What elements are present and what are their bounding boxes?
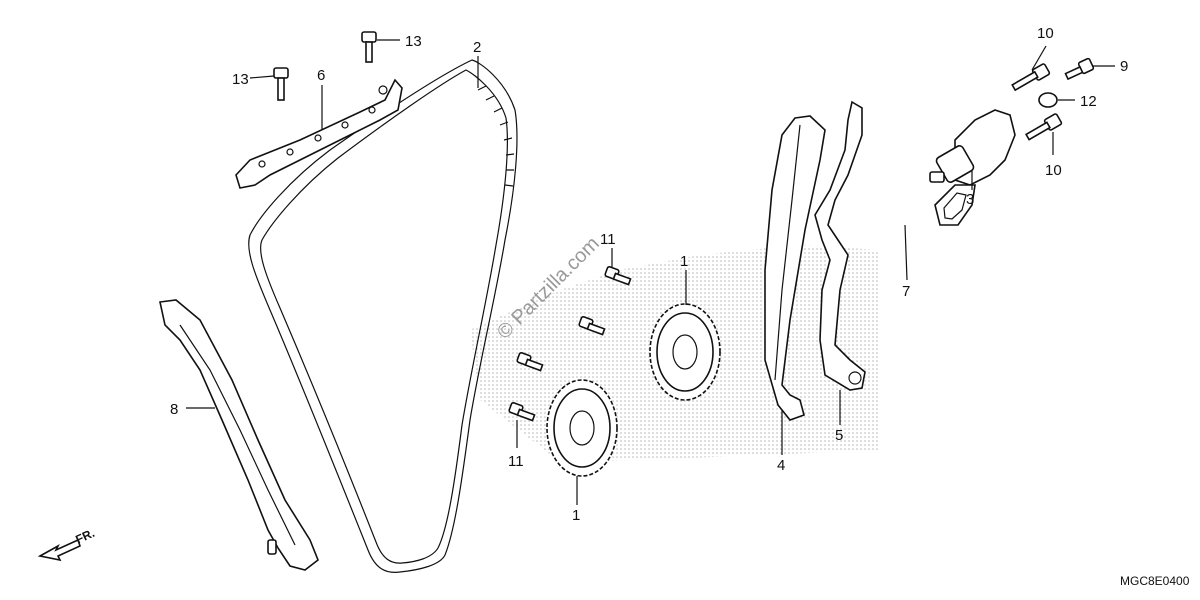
callout-11-lower: 11 [508,453,524,470]
cam-sprocket-lower[interactable] [546,379,618,477]
callout-4: 4 [777,457,785,474]
bolt-9[interactable] [1064,57,1095,81]
bolt-13-upper[interactable] [361,31,377,63]
cam-chain-guide-left[interactable] [159,299,319,571]
cam-chain-tensioner-arm[interactable] [814,100,866,391]
callout-10-lower: 10 [1045,162,1062,179]
chain-guide-plate[interactable] [235,78,403,189]
front-direction-arrow [37,538,81,562]
callout-1-upper: 1 [680,253,688,270]
cam-chain[interactable] [248,59,518,573]
tensioner-gasket[interactable] [934,184,976,226]
sprocket-bolt-11-c[interactable] [516,352,544,372]
callout-9: 9 [1120,58,1128,75]
bolt-10-lower[interactable] [1025,113,1063,141]
callout-13-upper: 13 [405,33,422,50]
callout-11-upper: 11 [600,231,616,248]
callout-1-lower: 1 [572,507,580,524]
sprocket-bolt-11-b[interactable] [578,316,606,336]
washer-12[interactable] [1038,92,1058,108]
callout-10-upper: 10 [1037,25,1054,42]
cam-chain-guide[interactable] [764,115,826,421]
front-direction-label: FR. [73,526,96,547]
diagram-code: MGC8E0400 [1120,574,1190,588]
callout-3: 3 [966,191,974,208]
callout-13-lower: 13 [232,71,249,88]
bolt-13-lower[interactable] [273,67,289,101]
sprocket-bolt-11-a[interactable] [604,266,632,286]
sprocket-bolt-11-d[interactable] [508,402,536,422]
callout-6: 6 [317,67,325,84]
callout-8: 8 [170,401,178,418]
bolt-10-upper[interactable] [1011,63,1051,92]
callout-7: 7 [902,283,910,300]
cam-chain-tensioner-lifter[interactable] [929,109,1016,186]
callout-5: 5 [835,427,843,444]
callout-12: 12 [1080,93,1097,110]
cam-sprocket-upper[interactable] [649,303,721,401]
leader-lines [186,39,1115,505]
callout-2: 2 [473,39,481,56]
